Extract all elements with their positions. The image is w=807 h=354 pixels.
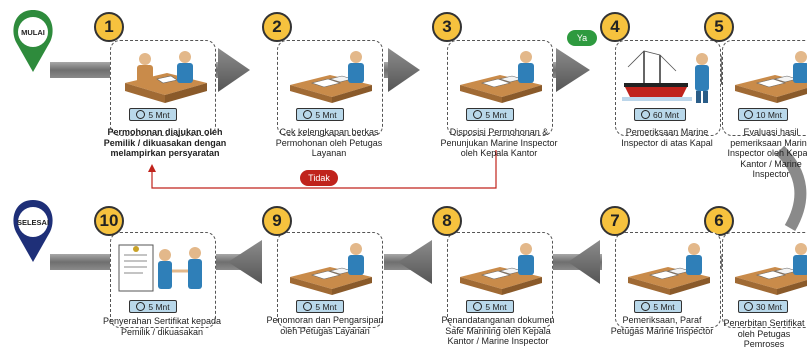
step-time-box: 5 Mnt — [296, 300, 344, 313]
step-time-text: 5 Mnt — [315, 302, 337, 312]
step-number-badge: 8 — [432, 206, 462, 236]
step-caption: Penomoran dan Pengarsipan oleh Petugas L… — [266, 315, 384, 336]
start-label: MULAI — [21, 28, 45, 37]
step-card-8 — [447, 232, 553, 328]
step-illustration — [115, 47, 211, 114]
step-number-badge: 10 — [94, 206, 124, 236]
officer-desk-icon — [290, 243, 372, 295]
flow-arrow-2-3 — [388, 48, 420, 92]
step-number-badge: 6 — [704, 206, 734, 236]
flow-arrow-9-10 — [228, 240, 262, 284]
step-time-box: 5 Mnt — [466, 300, 514, 313]
step-time-text: 5 Mnt — [485, 302, 507, 312]
return-arrowhead — [148, 164, 156, 172]
step-card-4 — [615, 40, 721, 136]
yes-pill: Ya — [567, 30, 597, 46]
step-illustration — [727, 47, 807, 114]
step-time-text: 60 Mnt — [653, 110, 679, 120]
end-pin — [13, 200, 53, 262]
officer-desk-icon — [290, 51, 372, 103]
step-number-badge: 7 — [600, 206, 630, 236]
step-card-10 — [110, 232, 216, 328]
step-caption: Pemeriksaan Marine Inspector di atas Kap… — [621, 127, 713, 148]
flow-arrow-3-4 — [556, 48, 590, 92]
step-illustration — [282, 47, 378, 114]
step-card-5 — [722, 40, 807, 136]
officer-desk-icon — [460, 243, 542, 295]
step-time-box: 5 Mnt — [634, 300, 682, 313]
step-card-6 — [722, 232, 807, 328]
step-card-9 — [277, 232, 383, 328]
no-pill: Tidak — [300, 170, 338, 186]
step-number-badge: 5 — [704, 12, 734, 42]
step-caption: Disposisi Permohonan & Penunjukan Marine… — [440, 127, 558, 158]
step-caption: Evaluasi hasil pemeriksaan Marine Inspec… — [727, 127, 807, 179]
start-pin — [13, 10, 53, 72]
flow-curve-5-6 — [775, 145, 807, 232]
step-number-badge: 1 — [94, 12, 124, 42]
step-illustration — [620, 239, 716, 306]
clock-icon — [473, 302, 483, 311]
clock-icon — [303, 302, 313, 311]
step-time-box: 30 Mnt — [738, 300, 788, 313]
officer-desk-icon — [735, 243, 807, 295]
step-time-box: 5 Mnt — [129, 300, 177, 313]
flow-arrow-1-2 — [218, 48, 250, 92]
clock-icon — [641, 302, 651, 311]
end-label: SELESAI — [16, 218, 50, 227]
step-time-box: 5 Mnt — [296, 108, 344, 121]
officer-desk-icon — [735, 51, 807, 103]
step-time-text: 5 Mnt — [315, 110, 337, 120]
step-time-text: 5 Mnt — [653, 302, 675, 312]
step-card-1 — [110, 40, 216, 136]
step-illustration — [452, 239, 548, 306]
step-caption: Penyerahan Sertifikat kepada Pemilik / d… — [102, 316, 222, 337]
step-time-text: 5 Mnt — [148, 110, 170, 120]
flow-arrow-8-9 — [398, 240, 432, 284]
clock-icon — [136, 110, 146, 119]
step-card-2 — [277, 40, 383, 136]
clock-icon — [136, 302, 146, 311]
clock-icon — [303, 110, 313, 119]
step-number-badge: 4 — [600, 12, 630, 42]
ship-inspector-icon — [622, 50, 709, 103]
step-time-box: 60 Mnt — [634, 108, 686, 121]
step-time-text: 10 Mnt — [756, 110, 782, 120]
clock-icon — [641, 110, 650, 119]
clock-icon — [744, 302, 753, 311]
step-card-7 — [615, 232, 721, 328]
step-illustration — [727, 239, 807, 306]
bottom-flow-bar — [50, 254, 110, 270]
step-illustration — [620, 47, 716, 112]
applicant-desk-icon — [125, 51, 207, 103]
step-number-badge: 2 — [262, 12, 292, 42]
step-time-text: 5 Mnt — [485, 110, 507, 120]
step-card-3 — [447, 40, 553, 136]
step-illustration — [282, 239, 378, 306]
step-time-box: 10 Mnt — [738, 108, 788, 121]
clock-icon — [744, 110, 753, 119]
top-flow-bar — [50, 62, 110, 78]
step-illustration — [452, 47, 548, 114]
clock-icon — [473, 110, 483, 119]
step-number-badge: 3 — [432, 12, 462, 42]
step-time-text: 30 Mnt — [756, 302, 782, 312]
step-time-box: 5 Mnt — [129, 108, 177, 121]
step-caption: Penandatanganan dokumen Safe Manning ole… — [441, 315, 555, 346]
flow-arrow-7-8 — [568, 240, 600, 284]
step-number-badge: 9 — [262, 206, 292, 236]
step-caption: Cek kelengkapan berkas Permohonan oleh P… — [275, 127, 383, 158]
step-time-box: 5 Mnt — [466, 108, 514, 121]
step-illustration — [115, 239, 211, 306]
step-caption: Permohonan diajukan oleh Pemilik / dikua… — [103, 127, 227, 158]
step-caption: Penerbitan Sertifikat oleh Petugas Pemro… — [723, 318, 805, 349]
officer-desk-icon — [628, 243, 710, 295]
handover-certificate-icon — [118, 244, 202, 292]
step-time-text: 5 Mnt — [148, 302, 170, 312]
officer-desk-icon — [460, 51, 542, 103]
return-line — [151, 150, 497, 189]
step-caption: Pemeriksaan, Paraf Petugas Marine Inspec… — [610, 315, 714, 336]
